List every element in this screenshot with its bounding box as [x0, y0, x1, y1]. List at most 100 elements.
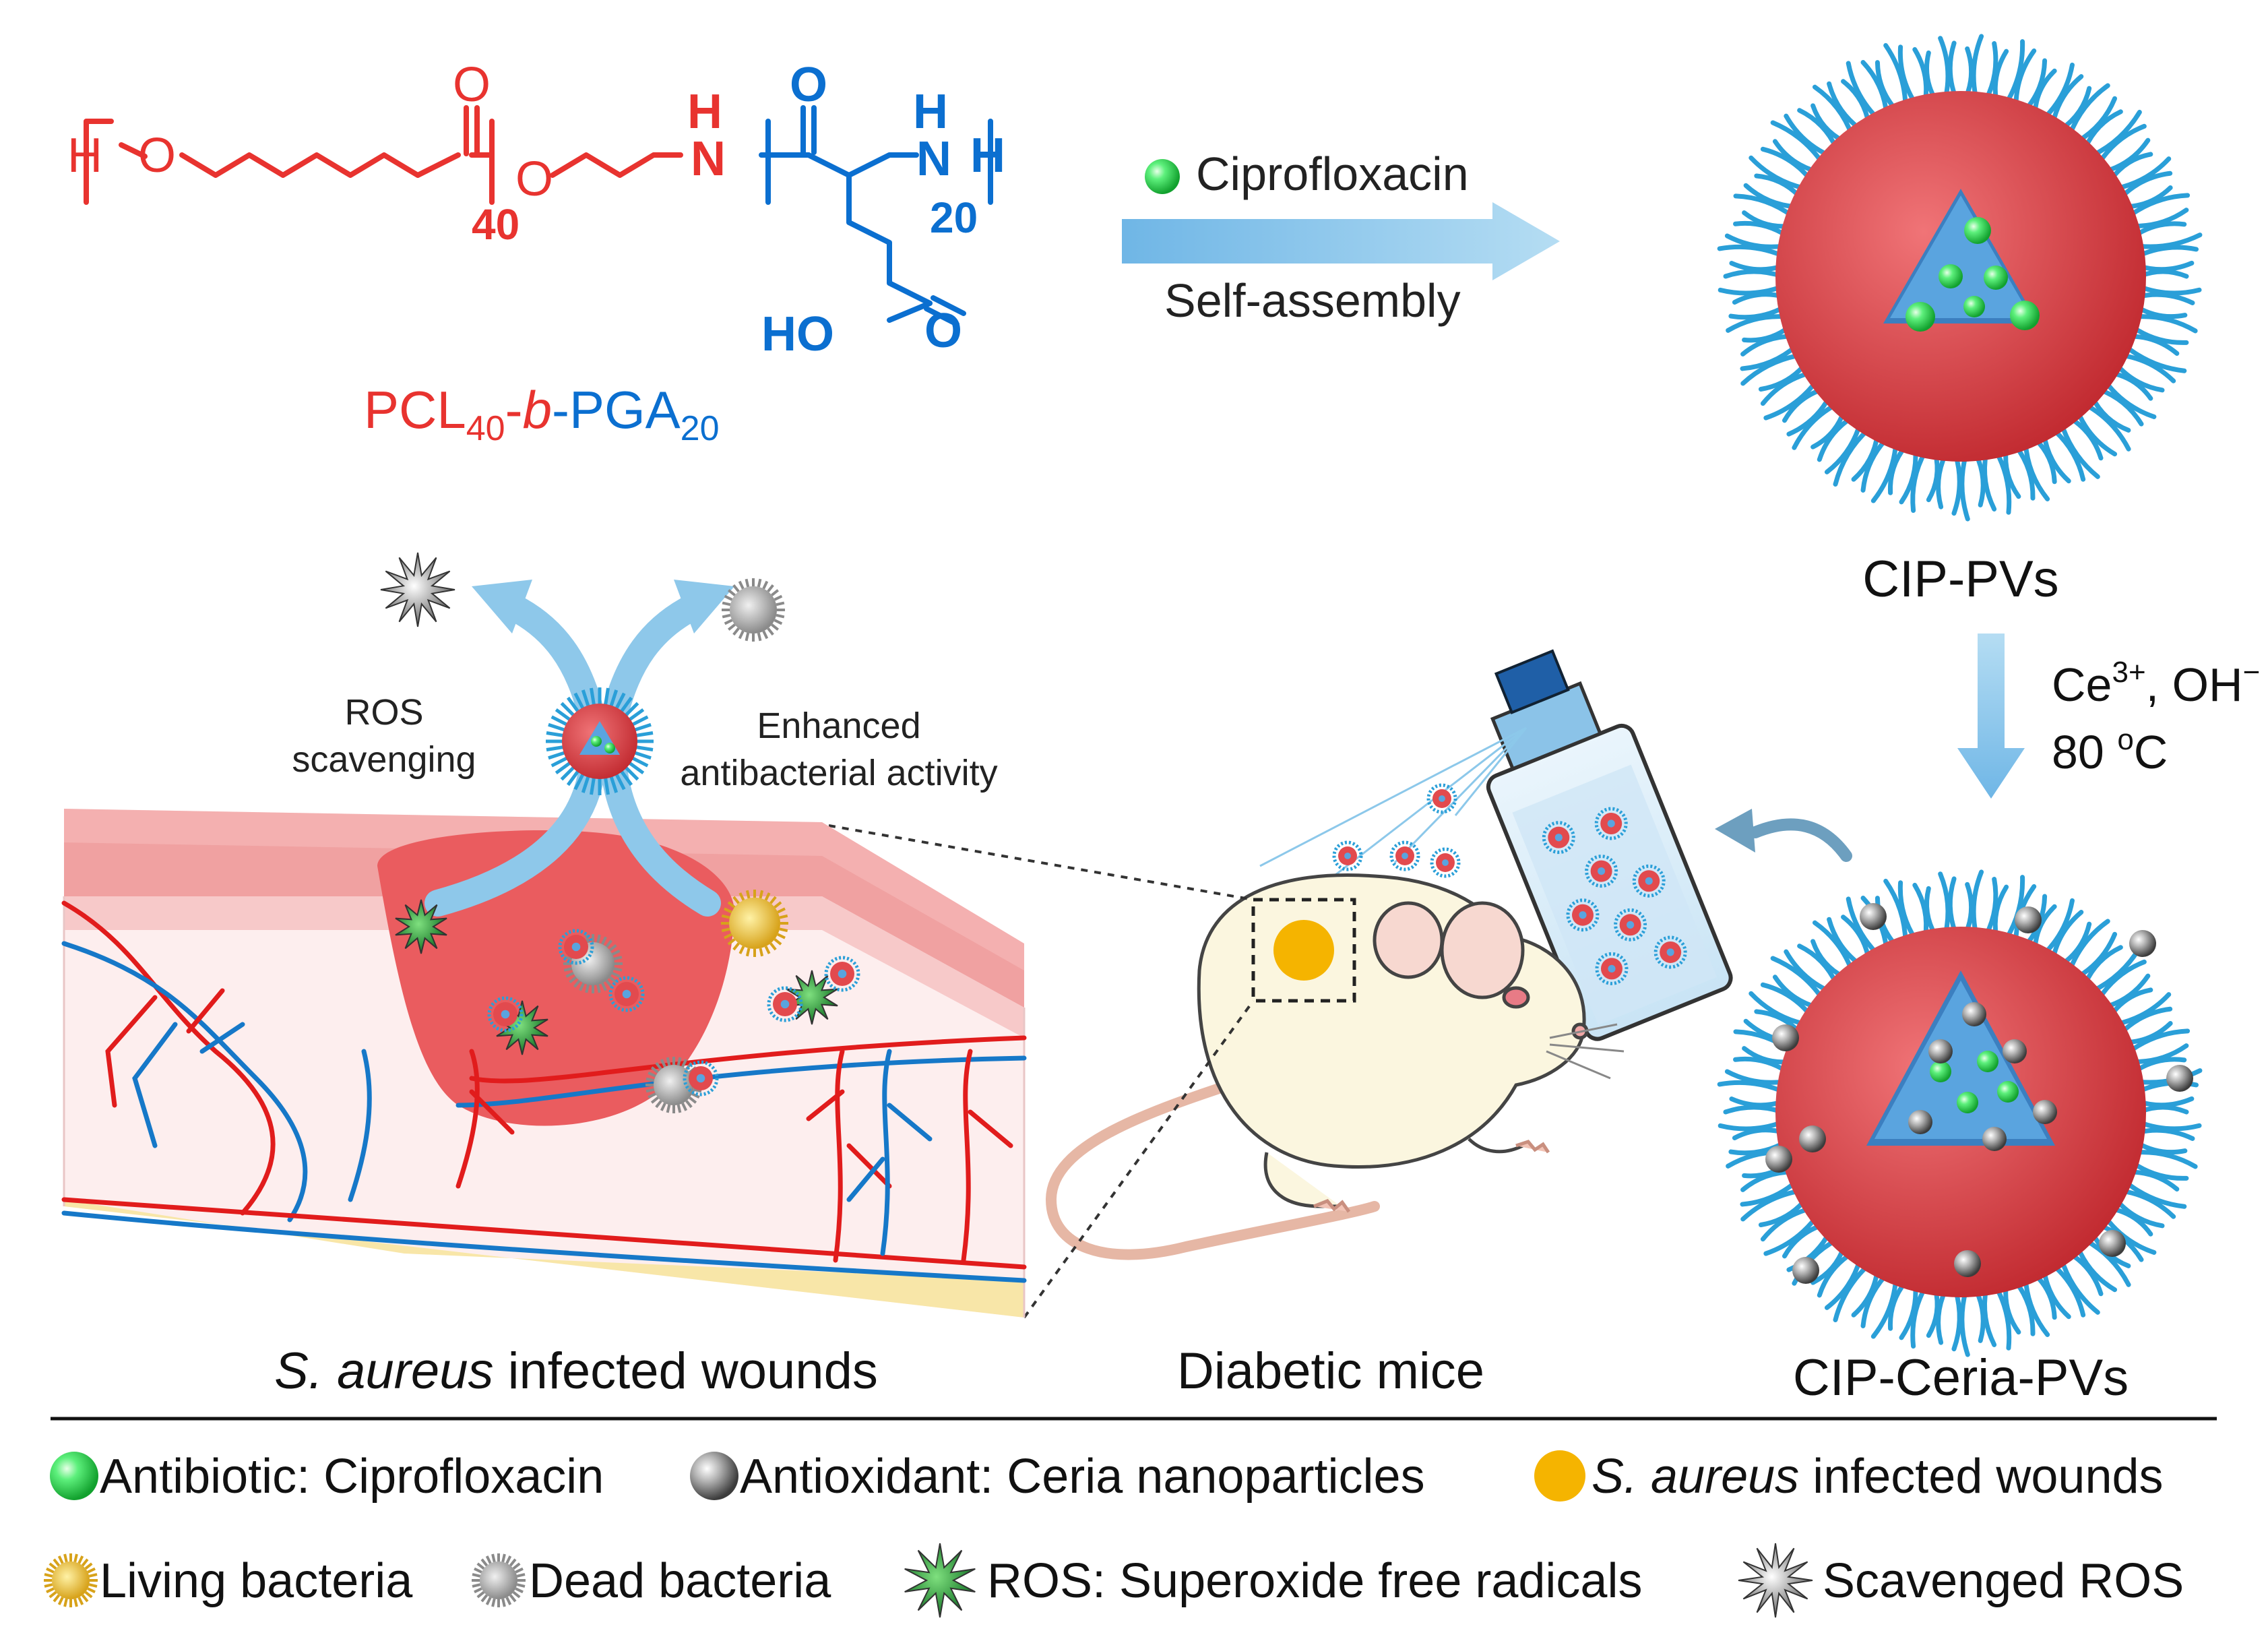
release-arrow-left: [424, 748, 606, 917]
living-bacteria-icon-body-spike: [46, 1567, 55, 1574]
polymer-brush-chain: [1947, 40, 1958, 100]
center-vesicle-brush: [581, 689, 590, 707]
living-bacterium-spike: [777, 907, 786, 914]
polymer-brush-chain: [1936, 452, 1948, 509]
wound-label-species: S. aureus: [274, 1342, 493, 1400]
center-vesicle-brush: [573, 692, 585, 710]
center-vesicle-brush: [635, 731, 654, 737]
polymer-brush-chain: [1947, 876, 1958, 936]
dead-bacterium: [654, 1065, 694, 1105]
living-bacterium-spike: [764, 946, 771, 954]
dead-bacterium-spike: [681, 1103, 688, 1111]
ceria-nanoparticles-inner: [1908, 1002, 2057, 1151]
living-bacteria-icon-body-spike: [44, 1573, 53, 1578]
spray-bottle: [1486, 649, 1733, 1041]
living-bacterium-spike: [745, 948, 751, 957]
pcl-subscript: 40: [472, 200, 519, 249]
living-bacteria-icon-body-spike: [88, 1573, 98, 1578]
drug-sphere: [1939, 264, 1963, 288]
dead-bacterium-spike: [757, 632, 762, 642]
ceria-nanoparticle: [1962, 1002, 1986, 1026]
center-vesicle-brush: [550, 715, 568, 726]
pga-subscript: 20: [930, 193, 978, 242]
living-bacteria-icon-body-spike: [87, 1567, 96, 1574]
mini-vesicle-core: [1598, 867, 1606, 875]
pga-nh-h-atom: H: [913, 85, 948, 139]
mini-vesicle-core: [1439, 795, 1445, 802]
drug-sphere: [1963, 296, 1985, 317]
dead-bacterium-spike: [762, 630, 769, 640]
pcl-bonds: [84, 105, 683, 205]
polymer-name-pcl: PCL: [364, 380, 466, 439]
ceria-nanoparticle: [2166, 1065, 2193, 1092]
ciprofloxacin-label: Ciprofloxacin: [1196, 148, 1469, 200]
polymer-brush-chain: [1982, 1286, 1997, 1347]
dead-bacteria-icon-body-spike: [480, 1558, 489, 1567]
living-bacterium-spike: [721, 927, 730, 933]
living-bacterium-spike: [738, 892, 745, 901]
cip-pvs-vesicle: [1717, 34, 2203, 522]
pcl-o1-atom: O: [138, 129, 176, 183]
polymer-brush-chain: [1951, 1288, 1962, 1352]
polymer-brush-chain: [1963, 882, 1974, 936]
ceria-arrow: [1957, 633, 2025, 799]
amide-n-atom: N: [691, 132, 726, 186]
living-bacterium-spike: [732, 896, 740, 904]
dead-bacterium-spike: [608, 944, 617, 952]
dead-bacteria-icon-body-spike: [474, 1587, 482, 1594]
mini-vesicle-corona: [767, 986, 803, 1022]
center-vesicle-brush: [634, 751, 652, 760]
center-vesicle-brush: [550, 756, 568, 768]
polymer-brush-chain: [1926, 1286, 1940, 1338]
dead-bacterium-spike: [660, 1103, 666, 1111]
center-vesicle-brush: [566, 696, 579, 712]
polymer-brush-chain: [1936, 1287, 1948, 1345]
mini-vesicle-core: [1554, 834, 1563, 842]
mini-vesicle-corona: [558, 929, 594, 965]
polymer-brush-chain: [1971, 34, 1984, 101]
dead-bacterium-spike: [666, 1057, 671, 1066]
center-vesicle-brush: [625, 702, 639, 716]
dead-bacteria-icon-body-spike: [491, 1598, 496, 1607]
dead-bacterium-spike: [601, 936, 607, 946]
dead-bacteria-icon: [472, 1553, 526, 1607]
dead-bacteria-product: [722, 578, 785, 642]
center-vesicle-brush: [615, 773, 626, 791]
center-vesicle-brush: [625, 766, 639, 781]
dead-bacterium-spike: [645, 1077, 655, 1082]
center-vesicle-brush: [560, 702, 575, 716]
mini-vesicle-corona: [1614, 908, 1647, 941]
center-vesicle-brush: [634, 722, 652, 732]
dead-bacterium-spike: [681, 1059, 688, 1068]
dead-bacteria-icon-body-spike: [476, 1562, 485, 1570]
living-bacteria-icon-body-spike: [46, 1587, 55, 1594]
dead-bacterium-spike: [585, 984, 590, 993]
ceria-nanoparticle: [1765, 1146, 1792, 1173]
dead-bacterium-spike: [685, 1100, 693, 1109]
temp-degree: o: [2117, 723, 2133, 756]
drug-sphere: [1957, 1092, 1978, 1113]
polymer-brush-chain: [1723, 1105, 1785, 1115]
polymer-brush-chain: [2135, 292, 2195, 305]
dead-bacteria-icon-body-spike: [485, 1555, 492, 1564]
legend: Antibiotic: Ciprofloxacin Antioxidant: C…: [44, 1450, 2184, 1618]
temperature-label: 80 oC: [2052, 723, 2168, 778]
dead-bacterium-spike: [691, 1092, 700, 1099]
center-vesicle-brush: [609, 689, 619, 707]
dead-bacterium-spike: [728, 589, 736, 596]
center-vesicle-drug: [604, 743, 615, 753]
mini-vesicle-core: [1579, 911, 1587, 919]
dead-bacterium-spike: [573, 979, 581, 988]
polymer-brush-chain: [1974, 452, 1986, 507]
pga-o1-atom: O: [790, 58, 827, 112]
legend-living: Living bacteria: [100, 1554, 413, 1608]
living-bacterium-spike: [779, 927, 788, 933]
diabetic-mouse: [1045, 873, 1625, 1260]
ceria-nanoparticles-outer: [1765, 903, 2193, 1284]
dead-bacteria-icon-body-spike: [472, 1573, 481, 1578]
polymer-brush-chain: [2013, 48, 2037, 109]
dead-bacterium-spike: [569, 976, 577, 983]
drug-sphere: [1984, 266, 2008, 290]
mini-vesicle-corona: [1426, 783, 1457, 814]
dead-bacterium-spike: [650, 1066, 659, 1074]
